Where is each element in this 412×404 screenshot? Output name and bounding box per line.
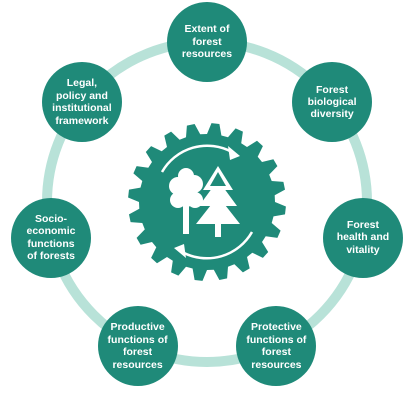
criterion-node: Socio- economic functions of forests	[11, 197, 91, 278]
criterion-node: Productive functions of forest resources	[97, 306, 178, 387]
cycle-arrows-icon	[160, 144, 254, 260]
criterion-node: Forest health and vitality	[322, 197, 403, 278]
conifer-outline-icon	[210, 172, 226, 186]
criterion-node: Protective functions of forest resources	[236, 306, 317, 387]
criterion-node: Extent of forest resources	[167, 2, 247, 82]
criterion-node: Legal, policy and institutional framewor…	[41, 62, 122, 143]
criterion-node: Forest biological diversity	[292, 62, 373, 143]
arrow-head-icon	[174, 146, 240, 258]
